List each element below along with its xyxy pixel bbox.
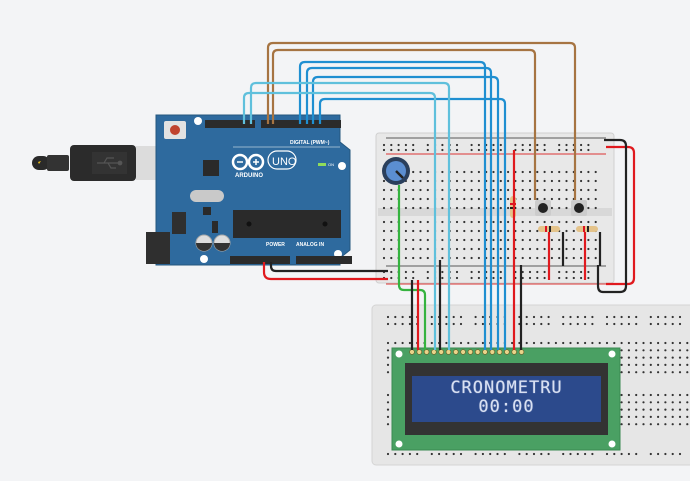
- wire-red-right[interactable]: [606, 145, 636, 286]
- wire-blue-2[interactable]: [305, 66, 493, 350]
- lcd-pin-db1[interactable]: [460, 349, 466, 355]
- lcd-screen: [412, 376, 601, 422]
- arduino-model: UNO: [272, 156, 297, 168]
- lcd-pin-db5[interactable]: [489, 349, 495, 355]
- resistor-2[interactable]: [538, 226, 560, 232]
- arduino-uno-board[interactable]: DIGITAL (PWM~) ARDUINO UNO ON ANALOG IN …: [146, 114, 352, 266]
- lcd-pin-db0[interactable]: [453, 349, 459, 355]
- on-label: ON: [328, 162, 334, 167]
- digital-label: DIGITAL (PWM~): [290, 140, 330, 146]
- lcd-pin-rs[interactable]: [431, 349, 437, 355]
- resistor-3[interactable]: [576, 226, 598, 232]
- wire-blue-4[interactable]: [318, 97, 507, 350]
- pushbutton-2[interactable]: [571, 200, 587, 216]
- lcd-pin-db4[interactable]: [482, 349, 488, 355]
- wire-brown-2[interactable]: [271, 48, 537, 200]
- wire-black-right[interactable]: [596, 138, 628, 294]
- potentiometer[interactable]: [382, 157, 410, 185]
- power-jack: [146, 232, 170, 264]
- lcd-pin-led[interactable]: [511, 349, 517, 355]
- arduino-logo: [231, 153, 265, 171]
- analog-label: ANALOG IN: [296, 242, 324, 248]
- wire-blue-3[interactable]: [311, 75, 500, 350]
- lcd-pin-db7[interactable]: [504, 349, 510, 355]
- lcd-pin-rw[interactable]: [438, 349, 444, 355]
- lcd-pin-gnd[interactable]: [409, 349, 415, 355]
- lcd-16x2[interactable]: [391, 347, 621, 451]
- lcd-pin-db2[interactable]: [467, 349, 474, 355]
- header-analog: [296, 256, 352, 264]
- lcd-pin-led[interactable]: [518, 349, 525, 355]
- lcd-line-1: CRONOMETRU: [450, 378, 563, 398]
- lightning-icon: [38, 161, 41, 164]
- wire-blue-1[interactable]: [298, 60, 487, 350]
- wire-brown-1[interactable]: [266, 41, 577, 200]
- lcd-pin-v0[interactable]: [423, 349, 430, 355]
- header-digital-high: [205, 120, 255, 128]
- pushbutton-1[interactable]: [535, 200, 551, 216]
- lcd-pin-vcc[interactable]: [416, 349, 422, 355]
- arduino-brand: ARDUINO: [235, 173, 263, 179]
- wire-lightblue-1[interactable]: [242, 91, 437, 350]
- wire-red-5v[interactable]: [262, 262, 388, 281]
- usb-cable[interactable]: [32, 145, 164, 181]
- lcd-pin-e[interactable]: [445, 349, 452, 355]
- on-led: [318, 163, 326, 166]
- lcd-line-2: 00:00: [478, 397, 535, 417]
- lcd-pin-db3[interactable]: [475, 349, 481, 355]
- wire-black-gnd[interactable]: [269, 262, 388, 273]
- usb-icon: [97, 157, 123, 169]
- power-label: POWER: [266, 242, 285, 248]
- header-power: [230, 256, 290, 264]
- crystal: [190, 190, 224, 202]
- lcd-pin-db6[interactable]: [496, 349, 503, 355]
- wire-lightblue-2[interactable]: [249, 81, 451, 350]
